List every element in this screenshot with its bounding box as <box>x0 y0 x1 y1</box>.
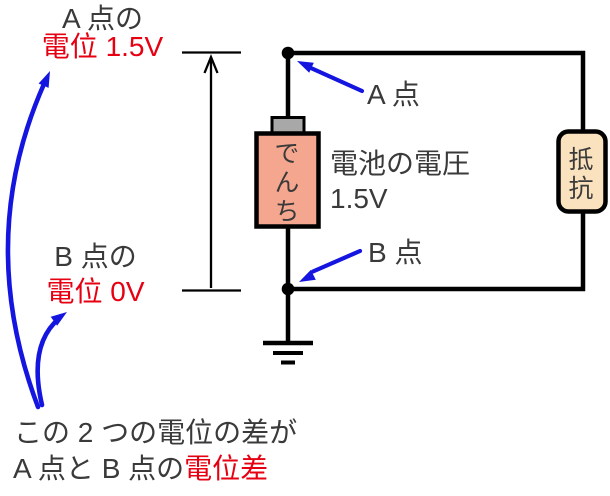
resistor-label: 抵抗 <box>565 146 593 204</box>
point-a-potential-line1: A 点の <box>62 3 143 34</box>
battery-terminal-cap <box>270 116 306 135</box>
caption-line2-black: A 点と B 点の <box>13 453 185 484</box>
battery-body <box>254 131 321 229</box>
point-a-arrow <box>297 61 365 94</box>
battery-voltage-value: 1.5V <box>330 183 388 214</box>
resistor-body <box>556 129 608 214</box>
dimension-up-arrowhead <box>203 53 219 74</box>
point-a-potential-value: 電位 1.5V <box>41 31 164 62</box>
point-a-marker-label: A 点 <box>367 79 420 110</box>
caption-line2-red: 電位差 <box>184 453 269 484</box>
battery-voltage-label: 電池の電圧 <box>330 148 471 179</box>
caption-to-potential-b-arrow <box>35 312 67 408</box>
point-b-potential-line1: B 点の <box>54 241 137 272</box>
caption-line1: この 2 つの電位の差が <box>14 417 298 448</box>
point-b-marker-label: B 点 <box>368 237 423 268</box>
caption-line2: A 点と B 点の電位差 <box>13 454 268 483</box>
point-b-arrow <box>299 248 363 282</box>
potential-difference-dimension <box>182 51 241 292</box>
point-b-potential-value: 電位 0V <box>46 276 145 307</box>
ground-symbol <box>263 340 313 365</box>
caption-to-potential-a-arrow <box>5 71 50 410</box>
node-a-dot <box>281 46 295 60</box>
node-b-dot <box>281 282 295 296</box>
battery-label: でんち <box>271 139 299 227</box>
